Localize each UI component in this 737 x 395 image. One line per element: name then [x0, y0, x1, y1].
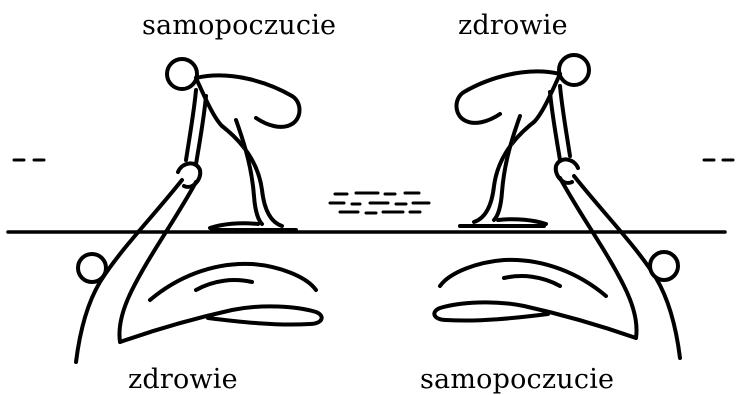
label-top-right: zdrowie — [458, 12, 568, 39]
standing-figure-left — [167, 59, 300, 230]
label-bottom-left: zdrowie — [128, 366, 238, 393]
label-bottom-right: samopoczucie — [420, 366, 614, 393]
label-top-left: samopoczucie — [142, 12, 336, 39]
standing-figure-right — [457, 55, 590, 226]
water-ripples — [330, 193, 429, 213]
reaching-figure-left — [76, 180, 322, 362]
reaching-figure-right — [434, 176, 680, 358]
